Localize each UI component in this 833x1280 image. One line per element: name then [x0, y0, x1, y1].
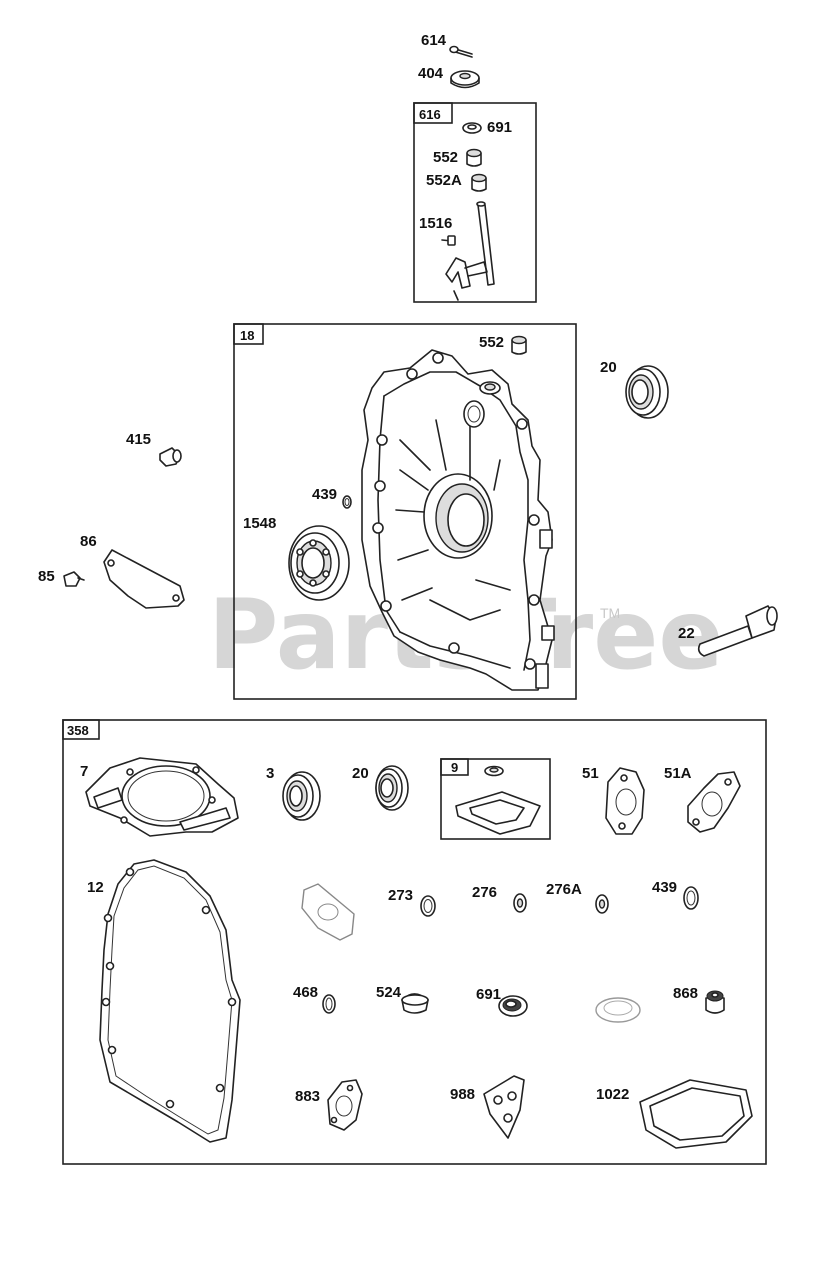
part-51A-gasket[interactable]: [687, 771, 741, 833]
group-box-616: [413, 102, 537, 303]
callout-614[interactable]: 614: [421, 32, 447, 49]
callout-439[interactable]: 439: [312, 486, 337, 503]
group-label-616: 616: [419, 107, 441, 122]
callout-7[interactable]: 7: [80, 763, 88, 780]
part-9-washer[interactable]: [484, 765, 504, 777]
callout-691[interactable]: 691: [487, 119, 512, 136]
part-988-plate[interactable]: [483, 1075, 525, 1139]
callout-468[interactable]: 468: [293, 984, 318, 1001]
callout-415[interactable]: 415: [126, 431, 151, 448]
part-276A-washer[interactable]: [595, 894, 609, 914]
group-box-358: [62, 719, 767, 1165]
callout-439-kit[interactable]: 439: [652, 879, 677, 896]
callout-883[interactable]: 883: [295, 1088, 320, 1105]
callout-1022[interactable]: 1022: [596, 1086, 629, 1103]
part-3-oil-seal[interactable]: [282, 771, 321, 821]
part-552-bushing-cover[interactable]: [511, 335, 527, 355]
callout-273[interactable]: 273: [388, 887, 413, 904]
group-box-9: [440, 758, 551, 840]
callout-85[interactable]: 85: [38, 568, 55, 585]
part-276-washer[interactable]: [513, 893, 527, 913]
group-box-18: [233, 323, 577, 700]
part-883-gasket[interactable]: [327, 1079, 363, 1131]
callout-691-kit[interactable]: 691: [476, 986, 501, 1003]
part-691-seal[interactable]: [462, 122, 482, 134]
callout-20[interactable]: 20: [600, 359, 617, 376]
callout-51[interactable]: 51: [582, 765, 599, 782]
part-439-oring-kit[interactable]: [683, 886, 699, 910]
part-1022-gasket[interactable]: [639, 1079, 753, 1149]
part-51-gasket[interactable]: [605, 767, 645, 835]
callout-22[interactable]: 22: [678, 625, 695, 642]
part-1516-screw[interactable]: [441, 235, 456, 246]
part-20-oil-seal-top[interactable]: [625, 365, 669, 419]
part-468-oring[interactable]: [322, 994, 336, 1014]
callout-86[interactable]: 86: [80, 533, 97, 550]
part-9-breather-gasket[interactable]: [455, 791, 541, 835]
callout-51A[interactable]: 51A: [664, 765, 692, 782]
part-868-valve-seal[interactable]: [705, 990, 725, 1014]
callout-276A[interactable]: 276A: [546, 881, 582, 898]
group-tag-9: [440, 758, 469, 776]
callout-552A[interactable]: 552A: [426, 172, 462, 189]
part-273-oring[interactable]: [420, 895, 436, 917]
part-1548-bearing[interactable]: [288, 525, 350, 601]
group-tag-358: [62, 719, 100, 740]
part-552-bushing[interactable]: [466, 148, 482, 167]
callout-20-kit[interactable]: 20: [352, 765, 369, 782]
part-439-oring[interactable]: [342, 495, 352, 509]
part-7-head-gasket[interactable]: [85, 757, 239, 837]
group-tag-616: [413, 102, 453, 124]
group-label-18: 18: [240, 328, 254, 343]
callout-552[interactable]: 552: [433, 149, 458, 166]
filter-ring[interactable]: [595, 997, 641, 1023]
part-552A-bushing[interactable]: [471, 173, 487, 192]
callout-988[interactable]: 988: [450, 1086, 475, 1103]
callout-12[interactable]: 12: [87, 879, 104, 896]
callout-1548[interactable]: 1548: [243, 515, 276, 532]
callout-276[interactable]: 276: [472, 884, 497, 901]
callout-1516[interactable]: 1516: [419, 215, 452, 232]
callout-404[interactable]: 404: [418, 65, 444, 82]
callout-3[interactable]: 3: [266, 765, 274, 782]
part-614-cotter-pin[interactable]: [449, 45, 473, 58]
group-label-9: 9: [451, 760, 458, 775]
part-524-cap[interactable]: [401, 993, 429, 1014]
callout-868[interactable]: 868: [673, 985, 698, 1002]
callout-524[interactable]: 524: [376, 984, 402, 1001]
part-22-bolt[interactable]: [697, 605, 778, 657]
part-86-cover-plate[interactable]: [103, 549, 185, 609]
group-tag-18: [233, 323, 264, 345]
governor-shaft[interactable]: [445, 201, 495, 301]
carburetor-gasket[interactable]: [301, 883, 355, 941]
crankcase-cover[interactable]: [361, 349, 555, 691]
part-85-screw[interactable]: [63, 571, 85, 587]
part-12-crankcase-gasket[interactable]: [99, 859, 241, 1143]
part-404-washer[interactable]: [450, 70, 480, 89]
group-label-358: 358: [67, 723, 89, 738]
part-20-oil-seal[interactable]: [375, 765, 409, 811]
part-691-seal-kit[interactable]: [498, 995, 528, 1017]
watermark-tm: TM: [600, 605, 620, 621]
callout-552-cover[interactable]: 552: [479, 334, 504, 351]
part-415-plug[interactable]: [159, 447, 182, 467]
